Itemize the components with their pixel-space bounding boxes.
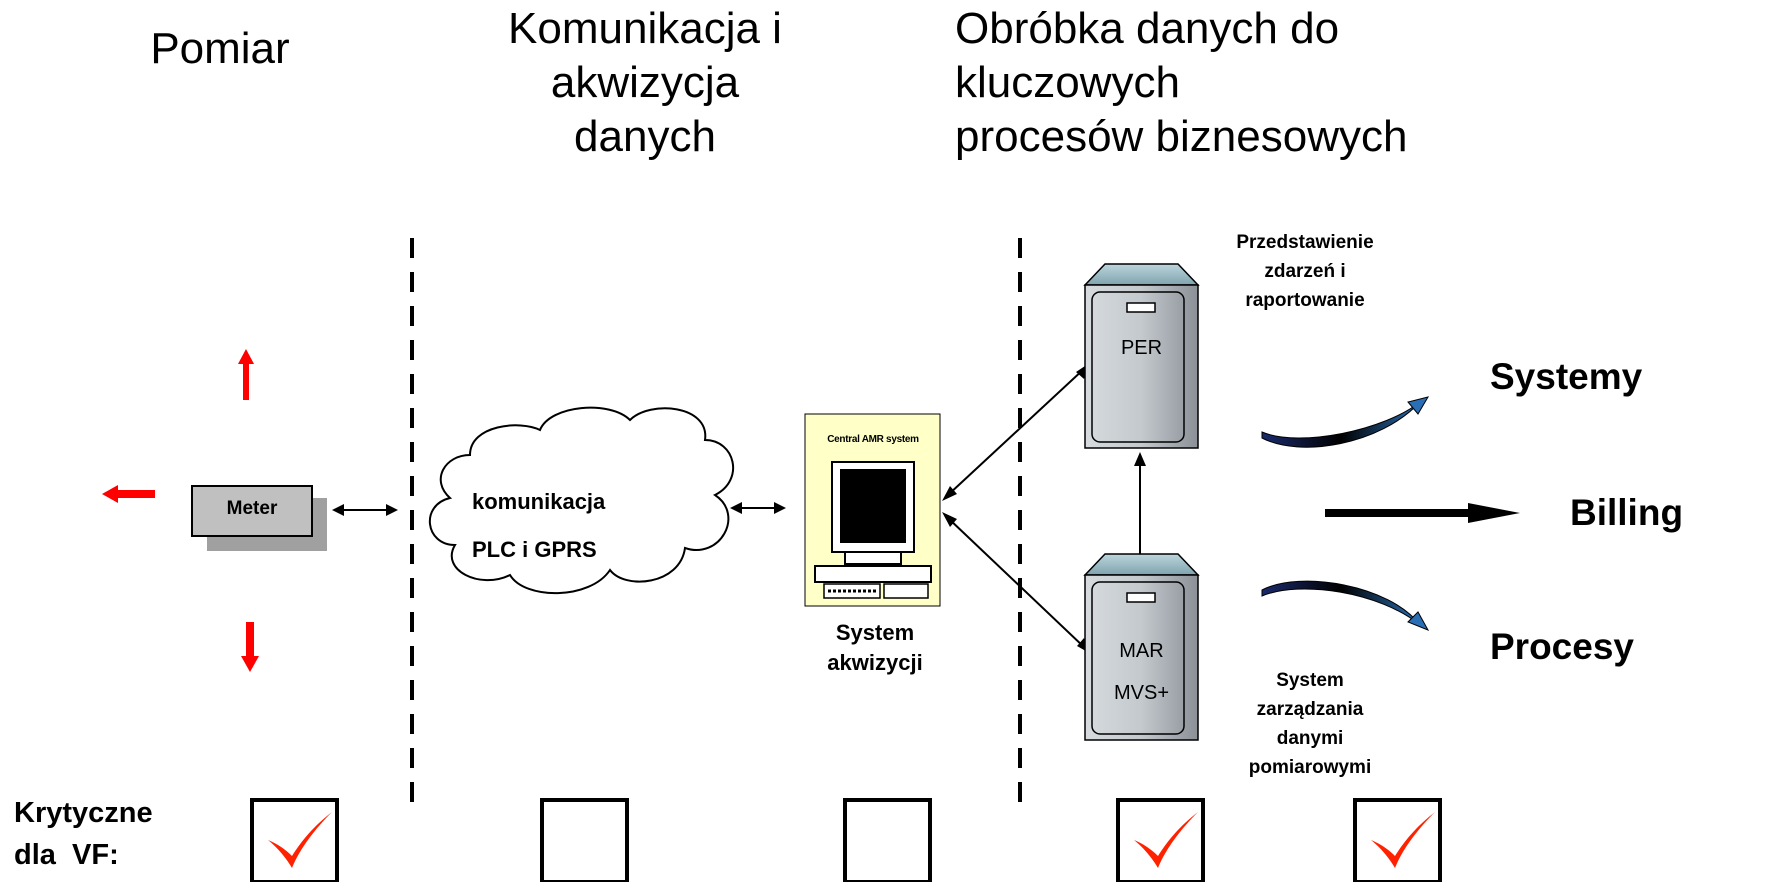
double-arrow-meter-cloud	[332, 504, 398, 516]
server-per-label: PER	[1120, 337, 1163, 359]
critical-checkbox-3	[843, 798, 932, 882]
header-pomiar: Pomiar	[150, 24, 290, 73]
server-per	[1083, 263, 1200, 449]
central-screen-label: Central AMR system	[827, 434, 919, 445]
red-arrow-left-icon	[102, 485, 155, 503]
communication-cloud	[428, 406, 734, 595]
curved-arrow-systemy-icon	[1261, 396, 1430, 448]
header-obrobka: Obróbka danych do kluczowych procesów bi…	[955, 4, 1408, 161]
header-komunikacja: Komunikacja i akwizycja danych	[508, 4, 782, 161]
server-mar-label: MAR MVS+	[1113, 640, 1170, 704]
curved-arrow-procesy-icon	[1261, 580, 1430, 631]
output-procesy: Procesy	[1490, 626, 1634, 667]
critical-checkbox-5	[1353, 798, 1442, 882]
arrow-mar-per	[1134, 452, 1146, 555]
critical-checkbox-4	[1116, 798, 1205, 882]
double-arrow-cloud-system	[730, 502, 786, 514]
central-computer	[804, 413, 941, 607]
server-mar-caption: System zarządzania danymi pomiarowymi	[1248, 670, 1372, 778]
critical-checkbox-1	[250, 798, 339, 882]
cloud-text: komunikacja PLC i GPRS	[472, 489, 606, 562]
arrow-system-mar	[942, 512, 1091, 654]
server-mar	[1083, 553, 1200, 741]
red-arrow-down-icon	[241, 622, 259, 672]
billing-arrow-icon	[1325, 503, 1520, 523]
meter-label: Meter	[226, 498, 278, 519]
output-systemy: Systemy	[1490, 356, 1643, 397]
red-arrow-up-icon	[238, 349, 254, 400]
arrow-system-per	[942, 362, 1091, 501]
critical-label: Krytyczne dla VF:	[14, 797, 153, 871]
output-billing: Billing	[1570, 492, 1684, 533]
server-per-caption: Przedstawienie zdarzeń i raportowanie	[1236, 232, 1374, 311]
system-akwizycji-caption: System akwizycji	[827, 620, 923, 675]
critical-checkbox-2	[540, 798, 629, 882]
meter-box	[191, 485, 313, 537]
